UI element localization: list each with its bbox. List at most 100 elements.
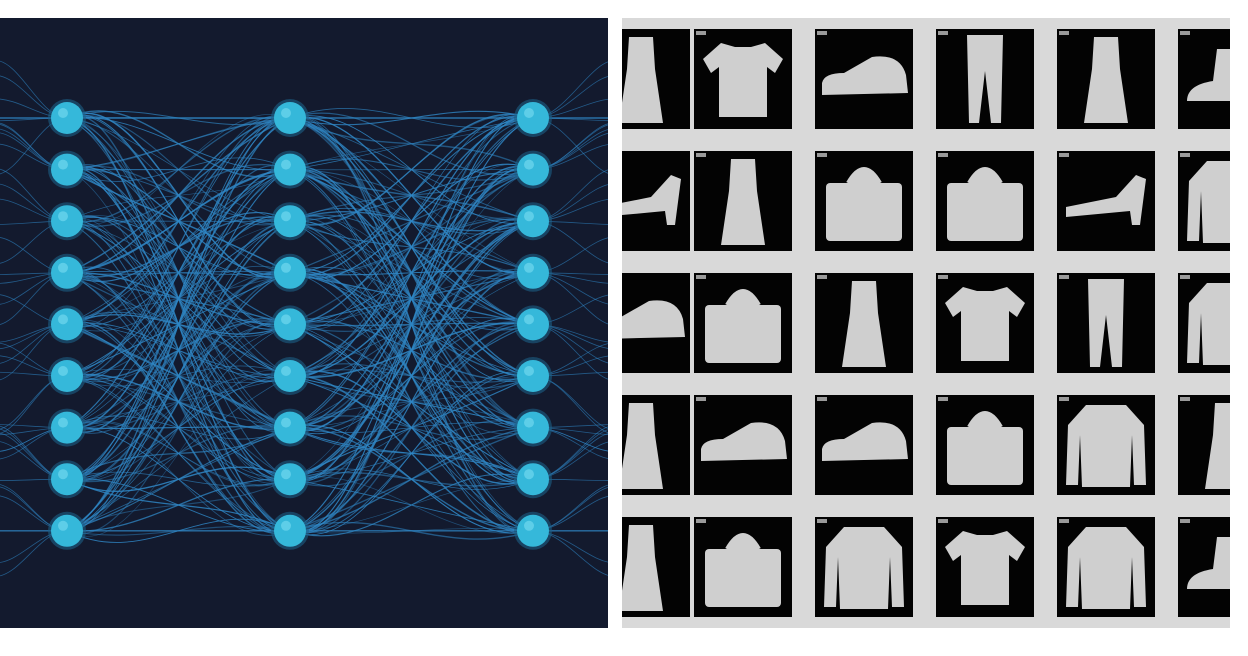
shirt-icon (945, 287, 1025, 361)
cell-marker (817, 31, 827, 35)
grid-cell (815, 395, 913, 495)
connection-line (289, 373, 534, 534)
network-node (274, 308, 306, 341)
node-highlight (58, 520, 68, 531)
node-highlight (281, 520, 291, 531)
coat-icon (1187, 283, 1230, 365)
connection-line (289, 220, 534, 532)
cell-marker (1180, 153, 1190, 157)
network-node (51, 102, 83, 134)
grid-cell (622, 517, 690, 617)
sneaker-icon (822, 422, 908, 461)
connection-line (289, 117, 534, 428)
cell-marker (938, 397, 948, 401)
neural-network-graphic (0, 18, 608, 628)
sneaker-icon (822, 56, 908, 95)
grid-cell (694, 273, 792, 373)
node-highlight (58, 366, 68, 376)
connection-line (289, 114, 534, 329)
cell-marker (1059, 31, 1069, 35)
coat-icon (1187, 161, 1230, 243)
grid-cell (694, 395, 792, 495)
cell-marker (817, 275, 827, 279)
bag-icon (705, 305, 781, 363)
fashion-grid-graphic (622, 18, 1230, 628)
network-node (274, 360, 306, 392)
coat-icon (824, 527, 904, 609)
node-highlight (524, 159, 534, 170)
cell-marker (1059, 519, 1069, 523)
network-node (274, 153, 306, 186)
bag-handle (725, 533, 761, 551)
network-node (51, 153, 83, 186)
connection-line (66, 116, 291, 223)
node-highlight (524, 520, 534, 531)
connection-line (289, 272, 534, 532)
node-highlight (524, 108, 534, 118)
connection-line (289, 115, 534, 276)
node-highlight (58, 262, 68, 273)
ankle-boot-icon (1187, 49, 1230, 101)
network-node (51, 308, 83, 341)
dress-icon (622, 37, 663, 123)
bag-icon (826, 183, 902, 241)
cell-marker (696, 519, 706, 523)
bag-handle (967, 411, 1003, 429)
connection-line (66, 272, 291, 532)
grid-cell (694, 151, 792, 251)
grid-cell (936, 273, 1034, 373)
node-highlight (281, 417, 291, 428)
connection-line (289, 426, 534, 532)
grid-cell (622, 29, 690, 129)
network-node (51, 463, 83, 496)
bag-handle (967, 167, 1003, 185)
cell-marker (1059, 153, 1069, 157)
network-node (517, 256, 549, 289)
node-highlight (58, 211, 68, 222)
network-node (51, 360, 83, 392)
bag-handle (725, 289, 761, 307)
cell-marker (938, 31, 948, 35)
connection-line (66, 117, 291, 326)
bag-icon (947, 183, 1023, 241)
node-highlight (281, 262, 291, 273)
cell-marker (817, 153, 827, 157)
cell-marker (1180, 397, 1190, 401)
connection-line (289, 117, 534, 377)
sandal-icon (1066, 175, 1146, 225)
network-connections (0, 60, 608, 577)
dress-icon (622, 525, 663, 611)
node-highlight (58, 417, 68, 428)
network-node (274, 256, 306, 289)
connection-line (289, 473, 534, 537)
network-node (517, 463, 549, 496)
trousers-icon (967, 35, 1003, 123)
network-node (51, 411, 83, 444)
node-highlight (524, 211, 534, 222)
grid-cell (936, 29, 1034, 129)
node-highlight (524, 366, 534, 376)
network-node (274, 514, 306, 547)
network-node (517, 153, 549, 186)
grid-cell (1057, 395, 1155, 495)
shirt-icon (945, 531, 1025, 605)
grid-cell (1057, 29, 1155, 129)
node-highlight (281, 159, 291, 170)
neural-network-illustration (0, 18, 608, 628)
grid-cell (1178, 273, 1230, 373)
connection-line (66, 427, 291, 532)
cell-marker (1180, 519, 1190, 523)
grid-cell (815, 273, 913, 373)
connection-line (66, 114, 291, 226)
grid-cell (936, 395, 1034, 495)
node-highlight (524, 417, 534, 428)
grid-cell (1178, 517, 1230, 617)
cell-marker (938, 153, 948, 157)
node-highlight (281, 211, 291, 222)
cell-marker (696, 31, 706, 35)
network-nodes (48, 99, 552, 550)
grid-cell (694, 29, 792, 129)
network-node (51, 514, 83, 547)
sandal-icon (622, 175, 681, 225)
node-highlight (58, 108, 68, 118)
